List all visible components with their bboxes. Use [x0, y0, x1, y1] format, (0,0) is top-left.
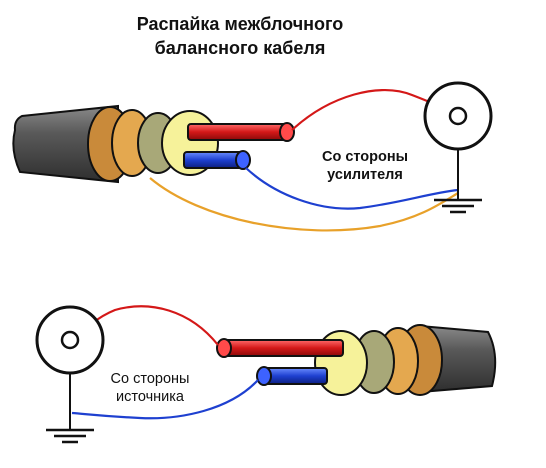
diagram-title: Распайка межблочного балансного кабеля [0, 12, 480, 60]
bottom-hot-conductor [216, 338, 344, 358]
bottom-cold-wire [71, 379, 259, 420]
rca-jack-icon [35, 305, 105, 375]
source-label-line-2: источника [116, 389, 184, 405]
top-hot-conductor [187, 122, 295, 142]
bottom-cold-conductor [256, 366, 328, 386]
title-line-2: балансного кабеля [154, 38, 326, 58]
ground-symbol-icon [46, 373, 94, 444]
source-label-line-1: Со стороны [110, 371, 190, 387]
top-cable [12, 104, 295, 184]
bottom-cable [216, 324, 497, 396]
top-shield-wire [149, 177, 459, 232]
top-cold-wire [245, 167, 459, 210]
amplifier-side-label: Со стороны усилителя [300, 148, 430, 184]
title-line-1: Распайка межблочного [136, 14, 344, 34]
top-cold-conductor [183, 150, 251, 170]
rca-jack-icon [423, 81, 493, 151]
amplifier-label-line-2: усилителя [327, 167, 403, 183]
amplifier-label-line-1: Со стороны [321, 149, 409, 165]
source-side-label: Со стороны источника [90, 370, 210, 406]
ground-symbol-icon [434, 149, 482, 214]
